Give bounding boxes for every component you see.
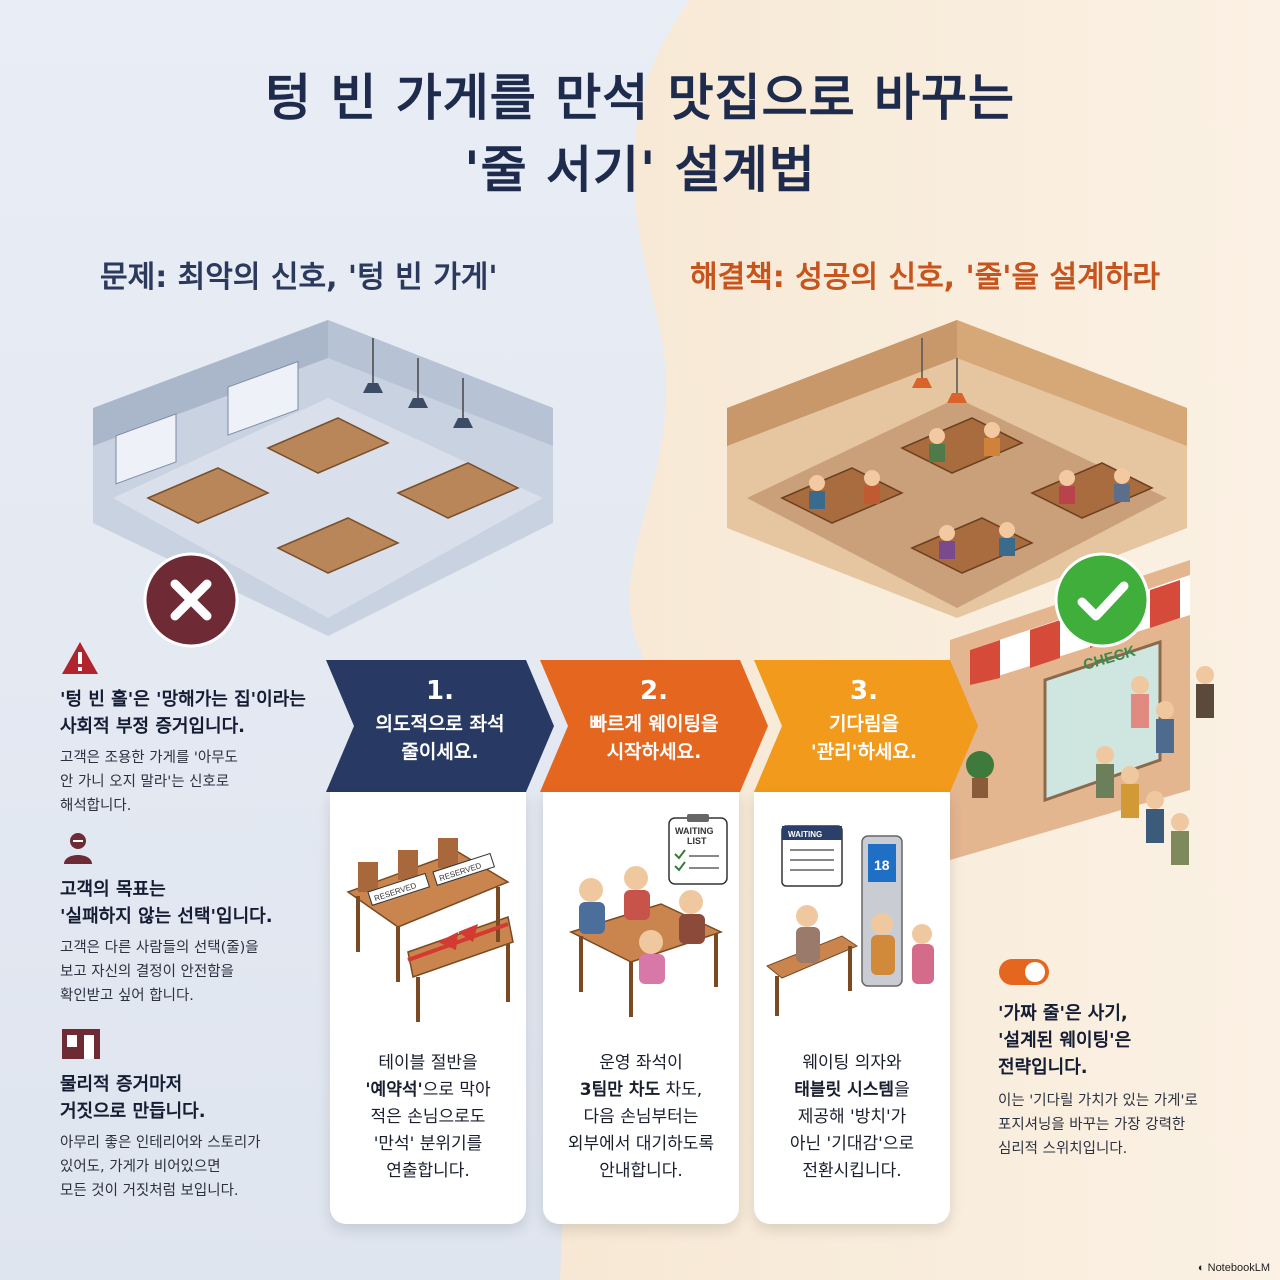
problem-point-1-body: 고객은 조용한 가게를 '아무도 안 가니 오지 말라'는 신호로 해석합니다. <box>60 750 238 814</box>
step-1-description: 테이블 절반을 '예약석'으로 막아 적은 손님으로도 '만석' 분위기를 연출… <box>365 1053 491 1181</box>
title-line-1: 텅 빈 가게를 만석 맛집으로 바꾸는 <box>264 69 1016 127</box>
kiosk-number: 18 <box>874 857 890 873</box>
problem-point-1: '텅 빈 홀'은 '망해가는 집'이라는 사회적 부정 증거입니다. 고객은 조… <box>60 640 330 818</box>
reserved-tables-illustration: RESERVED RESERVED <box>346 838 514 1022</box>
brand-logo-icon: ◐ <box>1197 1262 1208 1274</box>
step-1-number: 1. <box>426 676 454 706</box>
storefront-icon <box>62 1029 100 1059</box>
step-3-number: 3. <box>850 676 878 706</box>
step-3-title: 기다림을 '관리'하세요. <box>810 713 918 763</box>
problem-point-2: 고객의 목표는 '실패하지 않는 선택'입니다. 고객은 다른 사람들의 선택(… <box>60 830 330 1008</box>
step-2-header: 2. 빠르게 웨이팅을 시작하세요. <box>554 660 754 790</box>
title-line-2: '줄 서기' 설계법 <box>464 141 816 199</box>
step-1-title: 의도적으로 좌석 줄이세요. <box>375 713 505 763</box>
step-3-description: 웨이팅 의자와 태블릿 시스템을 제공해 '방치'가 아닌 '기대감'으로 전환… <box>789 1053 915 1181</box>
success-check-icon <box>1054 552 1150 648</box>
problem-heading: 문제: 최악의 신호, '텅 빈 가게' <box>100 260 498 295</box>
busy-restaurant-illustration <box>727 320 1187 618</box>
step-3-header: 3. 기다림을 '관리'하세요. <box>766 660 962 790</box>
waiting-list-illustration: WAITING LIST <box>568 814 728 1017</box>
solution-point-body: 이는 '기다릴 가치가 있는 가게'로 포지셔닝을 바꾸는 가장 강력한 심리적… <box>998 1093 1198 1157</box>
problem-point-2-bold: 고객의 목표는 '실패하지 않는 선택'입니다. <box>60 879 273 927</box>
warning-icon <box>62 642 98 674</box>
step-chevrons <box>326 660 978 792</box>
step-2-title: 빠르게 웨이팅을 시작하세요. <box>589 713 719 763</box>
page-title: 텅 빈 가게를 만석 맛집으로 바꾸는 '줄 서기' 설계법 <box>0 62 1280 206</box>
waiting-list-label-1: WAITING <box>675 826 714 836</box>
problem-point-2-body: 고객은 다른 사람들의 선택(줄)을 보고 자신의 결정이 안전함을 확인받고 … <box>60 940 259 1004</box>
problem-point-3-bold: 물리적 증거마저 거짓으로 만듭니다. <box>60 1074 206 1122</box>
brand-label: ◐ NotebookLM <box>1197 1262 1270 1274</box>
step-1-header: 1. 의도적으로 좌석 줄이세요. <box>340 660 540 790</box>
waiting-list-label-2: LIST <box>687 836 707 846</box>
fail-x-icon <box>143 552 239 648</box>
waiting-board-label: WAITING <box>788 830 822 839</box>
solution-point: '가짜 줄'은 사기, '설계된 웨이팅'은 전략입니다. 이는 '기다릴 가치… <box>998 958 1248 1161</box>
problem-point-1-bold: '텅 빈 홀'은 '망해가는 집'이라는 사회적 부정 증거입니다. <box>60 689 306 737</box>
problem-point-3: 물리적 증거마저 거짓으로 만듭니다. 아무리 좋은 인테리어와 스토리가 있어… <box>60 1025 330 1203</box>
step-2-card: WAITING LIST 운영 좌석이 3팀만 차도 차도, 다음 손님부터는 … <box>543 792 739 1224</box>
step-2-number: 2. <box>640 676 668 706</box>
solution-heading: 해결책: 성공의 신호, '줄'을 설계하라 <box>690 260 1160 295</box>
waiting-kiosk-illustration: WAITING 18 <box>766 825 934 1016</box>
customer-icon <box>64 833 92 864</box>
problem-point-3-body: 아무리 좋은 인테리어와 스토리가 있어도, 가게가 비어있으면 모든 것이 거… <box>60 1135 261 1199</box>
step-2-description: 운영 좌석이 3팀만 차도 차도, 다음 손님부터는 외부에서 대기하도록 안내… <box>567 1053 715 1181</box>
solution-point-bold: '가짜 줄'은 사기, '설계된 웨이팅'은 전략입니다. <box>998 1003 1132 1078</box>
step-1-card: RESERVED RESERVED 테이블 절반을 '예약석'으로 막아 적은 … <box>330 792 526 1224</box>
toggle-icon <box>999 959 1049 985</box>
step-3-card: WAITING 18 웨이팅 의자와 태블릿 시스템을 제공해 '방치'가 아닌… <box>754 792 950 1224</box>
